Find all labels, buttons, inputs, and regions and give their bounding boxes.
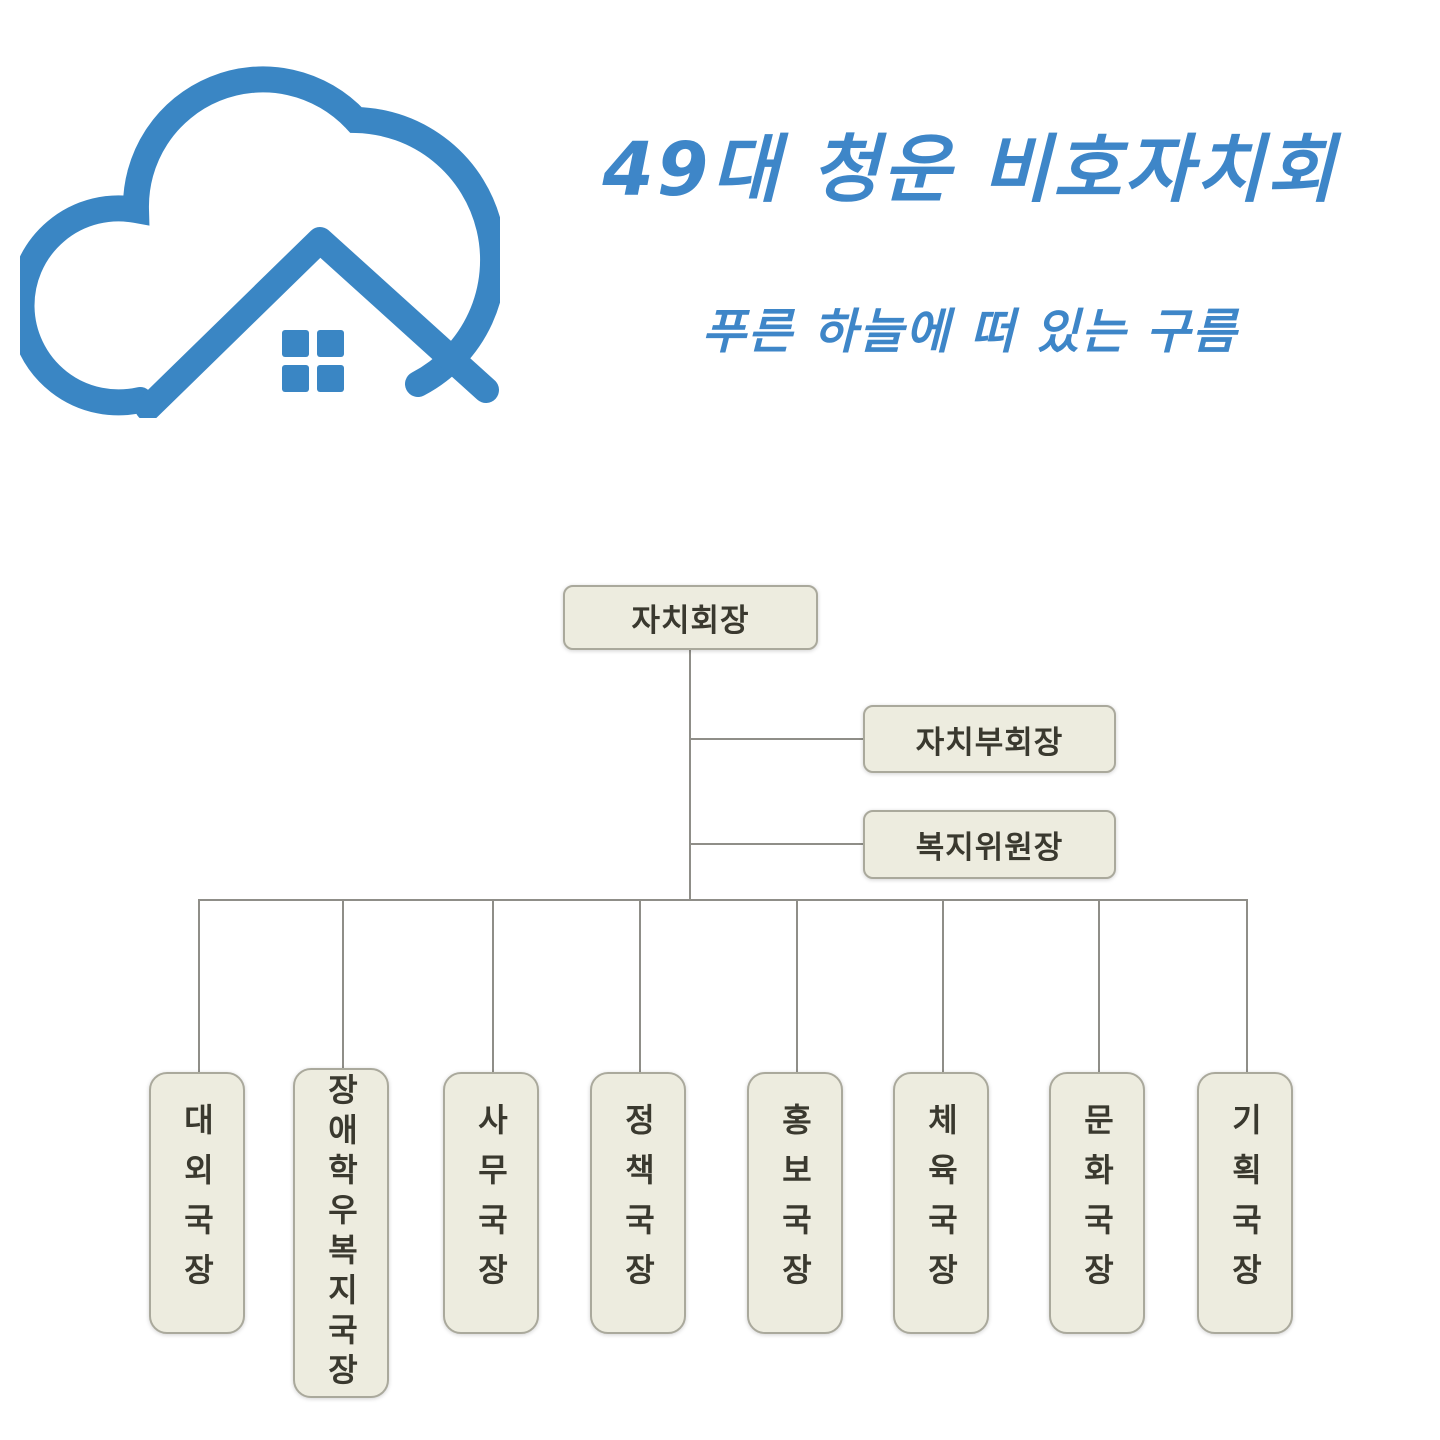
connector-line xyxy=(690,738,865,740)
org-node-department: 기획국장 xyxy=(1197,1072,1293,1334)
org-node-label: 홍보국장 xyxy=(776,1103,814,1303)
org-node-department: 대외국장 xyxy=(149,1072,245,1334)
org-node-label: 자치부회장 xyxy=(915,724,1064,761)
org-node-label: 복지위원장 xyxy=(915,830,1064,866)
org-node-department: 장애학우복지국장 xyxy=(293,1068,389,1398)
org-node-department: 체육국장 xyxy=(893,1072,989,1334)
org-node-president: 자치회장 xyxy=(563,585,818,650)
org-node-welfare-chair: 복지위원장 xyxy=(863,810,1116,879)
org-node-label: 장애학우복지국장 xyxy=(322,1073,360,1393)
connector-line xyxy=(689,650,691,901)
org-node-vice-president: 자치부회장 xyxy=(863,705,1116,773)
connector-line xyxy=(639,900,641,1072)
org-node-label: 기획국장 xyxy=(1226,1103,1264,1303)
connector-line xyxy=(1246,900,1248,1072)
cloud-house-logo xyxy=(20,66,500,418)
page-subtitle: 푸른 하늘에 떠 있는 구름 xyxy=(701,304,1239,360)
connector-line xyxy=(942,900,944,1072)
page-title: 49대 청운 비호자치회 xyxy=(602,127,1338,213)
org-node-label: 정책국장 xyxy=(619,1103,657,1303)
org-node-label: 사무국장 xyxy=(472,1103,510,1303)
connector-line xyxy=(198,900,200,1072)
connector-line xyxy=(198,899,1248,901)
org-node-label: 대외국장 xyxy=(178,1103,216,1303)
cloud-icon xyxy=(20,66,500,416)
org-node-department: 사무국장 xyxy=(443,1072,539,1334)
org-node-label: 자치회장 xyxy=(631,603,750,639)
house-window-icon xyxy=(282,330,344,392)
connector-line xyxy=(690,843,865,845)
org-node-department: 홍보국장 xyxy=(747,1072,843,1334)
org-node-label: 문화국장 xyxy=(1078,1103,1116,1303)
connector-line xyxy=(1098,900,1100,1072)
house-roof-icon xyxy=(135,227,499,418)
connector-line xyxy=(796,900,798,1072)
org-node-label: 체육국장 xyxy=(922,1103,960,1303)
org-node-department: 정책국장 xyxy=(590,1072,686,1334)
connector-line xyxy=(342,900,344,1068)
connector-line xyxy=(492,900,494,1072)
org-node-department: 문화국장 xyxy=(1049,1072,1145,1334)
